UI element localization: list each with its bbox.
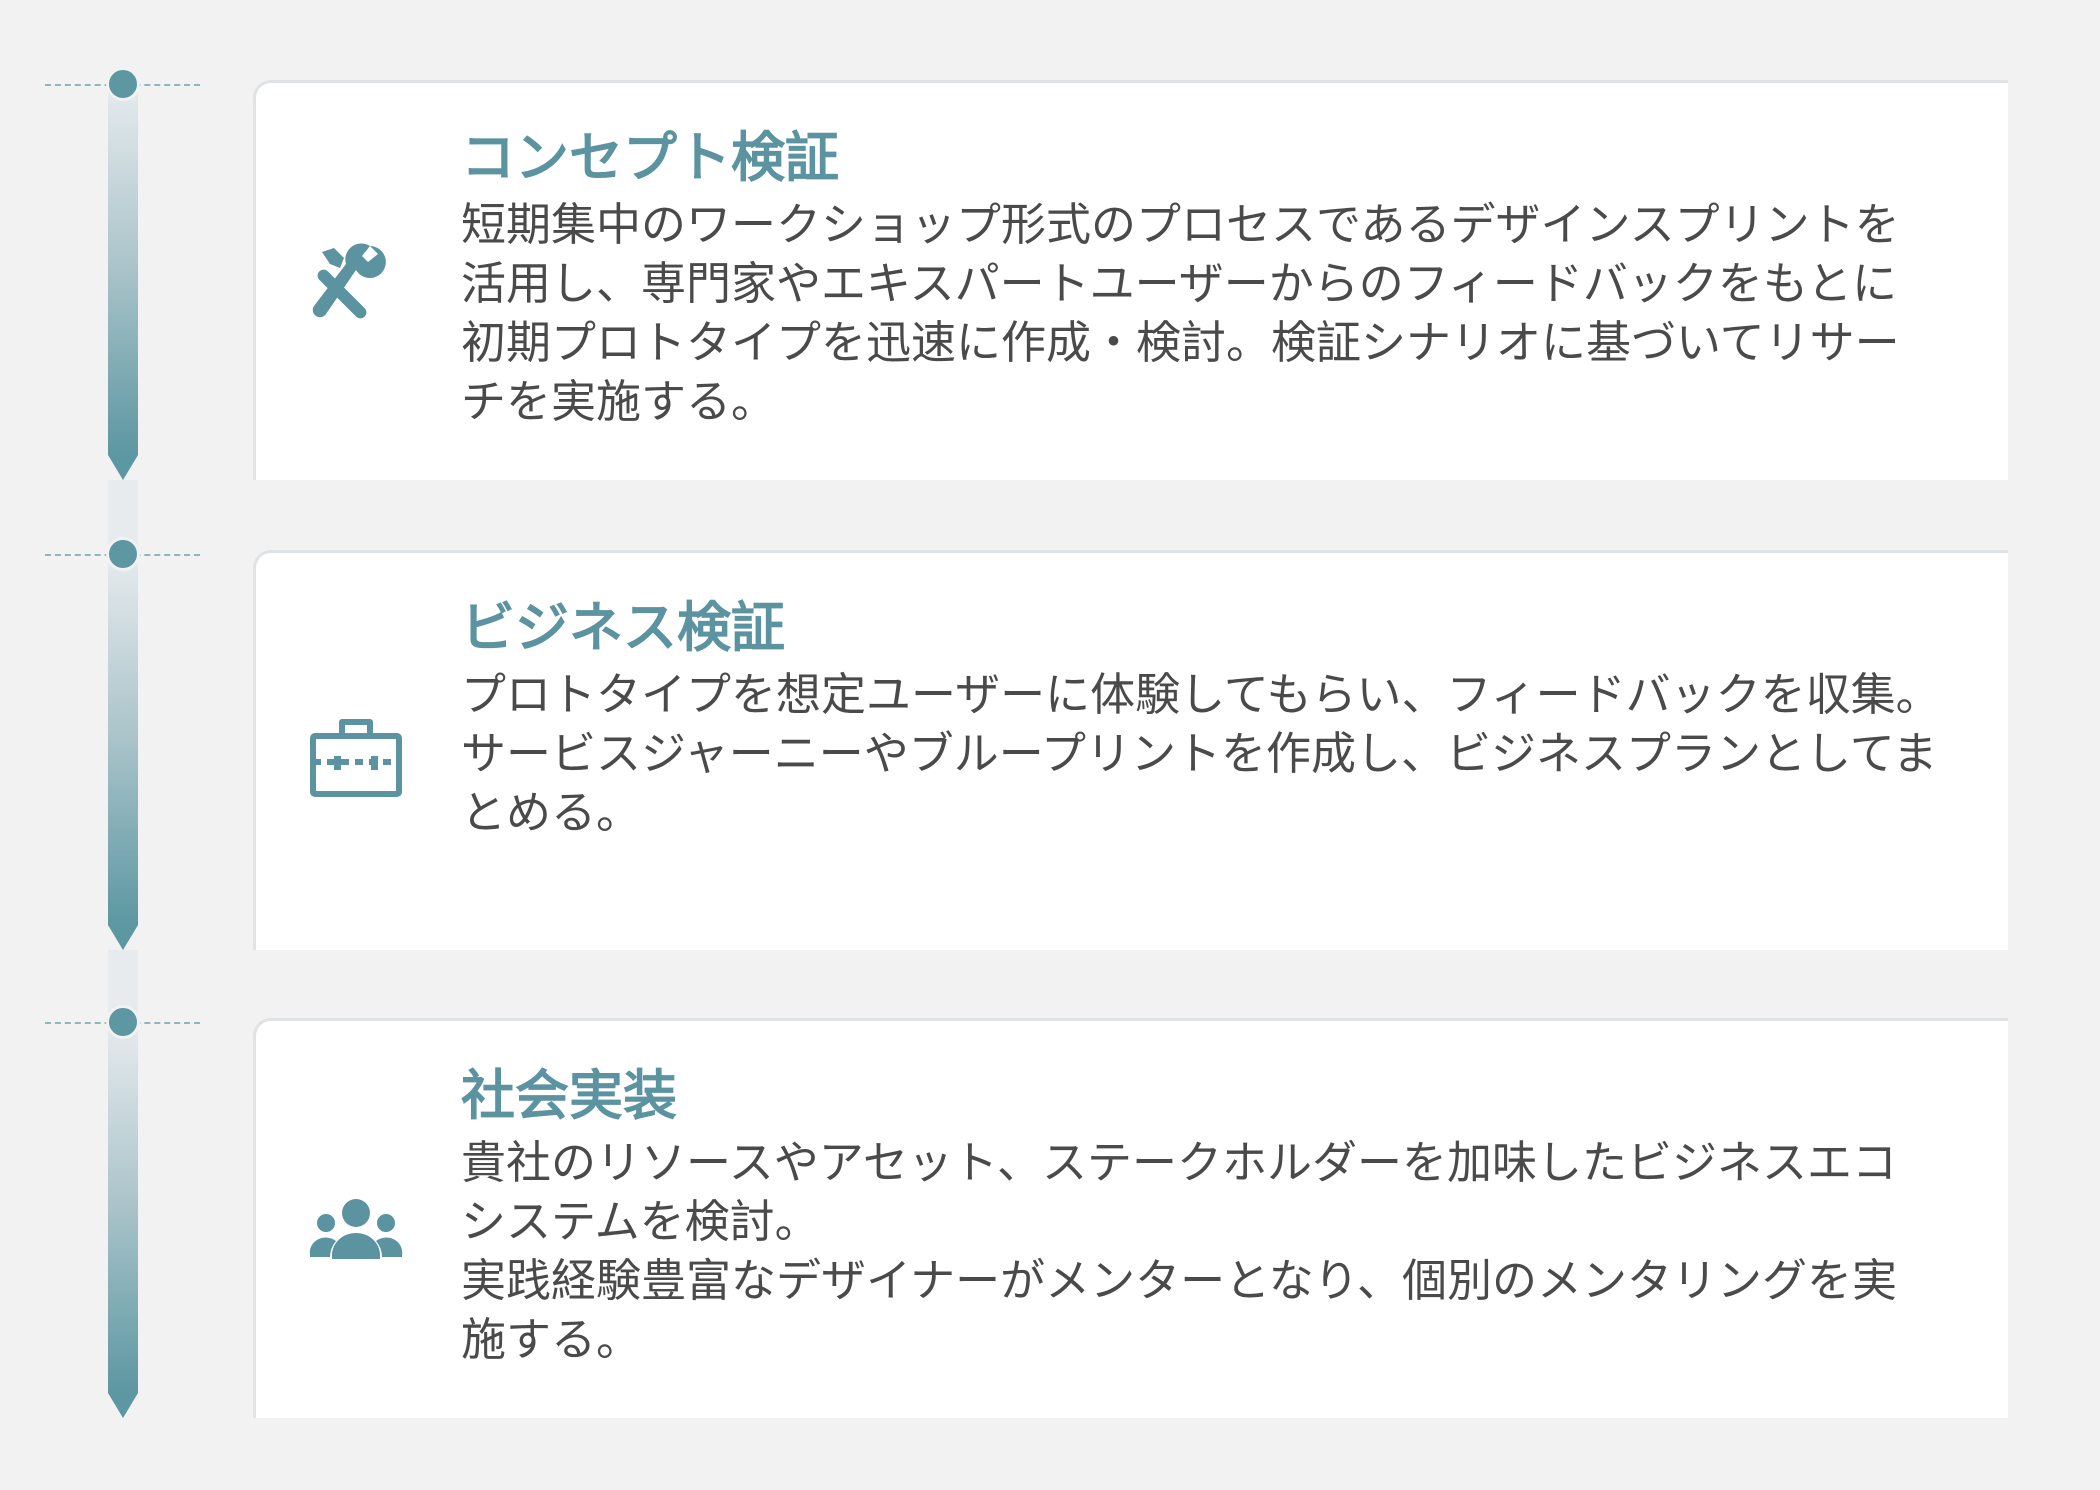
timeline-dot <box>106 1005 140 1039</box>
timeline-rail <box>108 555 138 925</box>
timeline-dot <box>106 537 140 571</box>
wrench-screwdriver-icon <box>312 243 386 319</box>
timeline-arrow-tip <box>108 455 138 480</box>
timeline-arrow-tip <box>108 1393 138 1418</box>
timeline-rail <box>108 85 138 455</box>
step-card: コンセプト検証 短期集中のワークショップ形式のプロセスであるデザインスプリントを… <box>253 80 2008 480</box>
toolbox-icon <box>310 719 402 797</box>
step-description: 貴社のリソースやアセット、ステークホルダーを加味したビジネスエコシステムを検討。… <box>461 1136 1897 1366</box>
step-card: ビジネス検証 プロトタイプを想定ユーザーに体験してもらい、フィードバックを収集。… <box>253 550 2008 950</box>
timeline-arrow-tip <box>108 925 138 950</box>
step-card: 社会実装 貴社のリソースやアセット、ステークホルダーを加味したビジネスエコシステ… <box>253 1018 2008 1418</box>
users-group-icon <box>309 1199 403 1259</box>
timeline-dot <box>106 67 140 101</box>
step-description: 短期集中のワークショップ形式のプロセスであるデザインスプリントを活用し、専門家や… <box>461 198 1900 428</box>
step-description: プロトタイプを想定ユーザーに体験してもらい、フィードバックを収集。サービスジャー… <box>461 668 1941 839</box>
timeline-rail <box>108 1023 138 1393</box>
step-title: ビジネス検証 <box>461 596 785 659</box>
step-title: 社会実装 <box>461 1064 677 1127</box>
step-title: コンセプト検証 <box>461 126 839 189</box>
